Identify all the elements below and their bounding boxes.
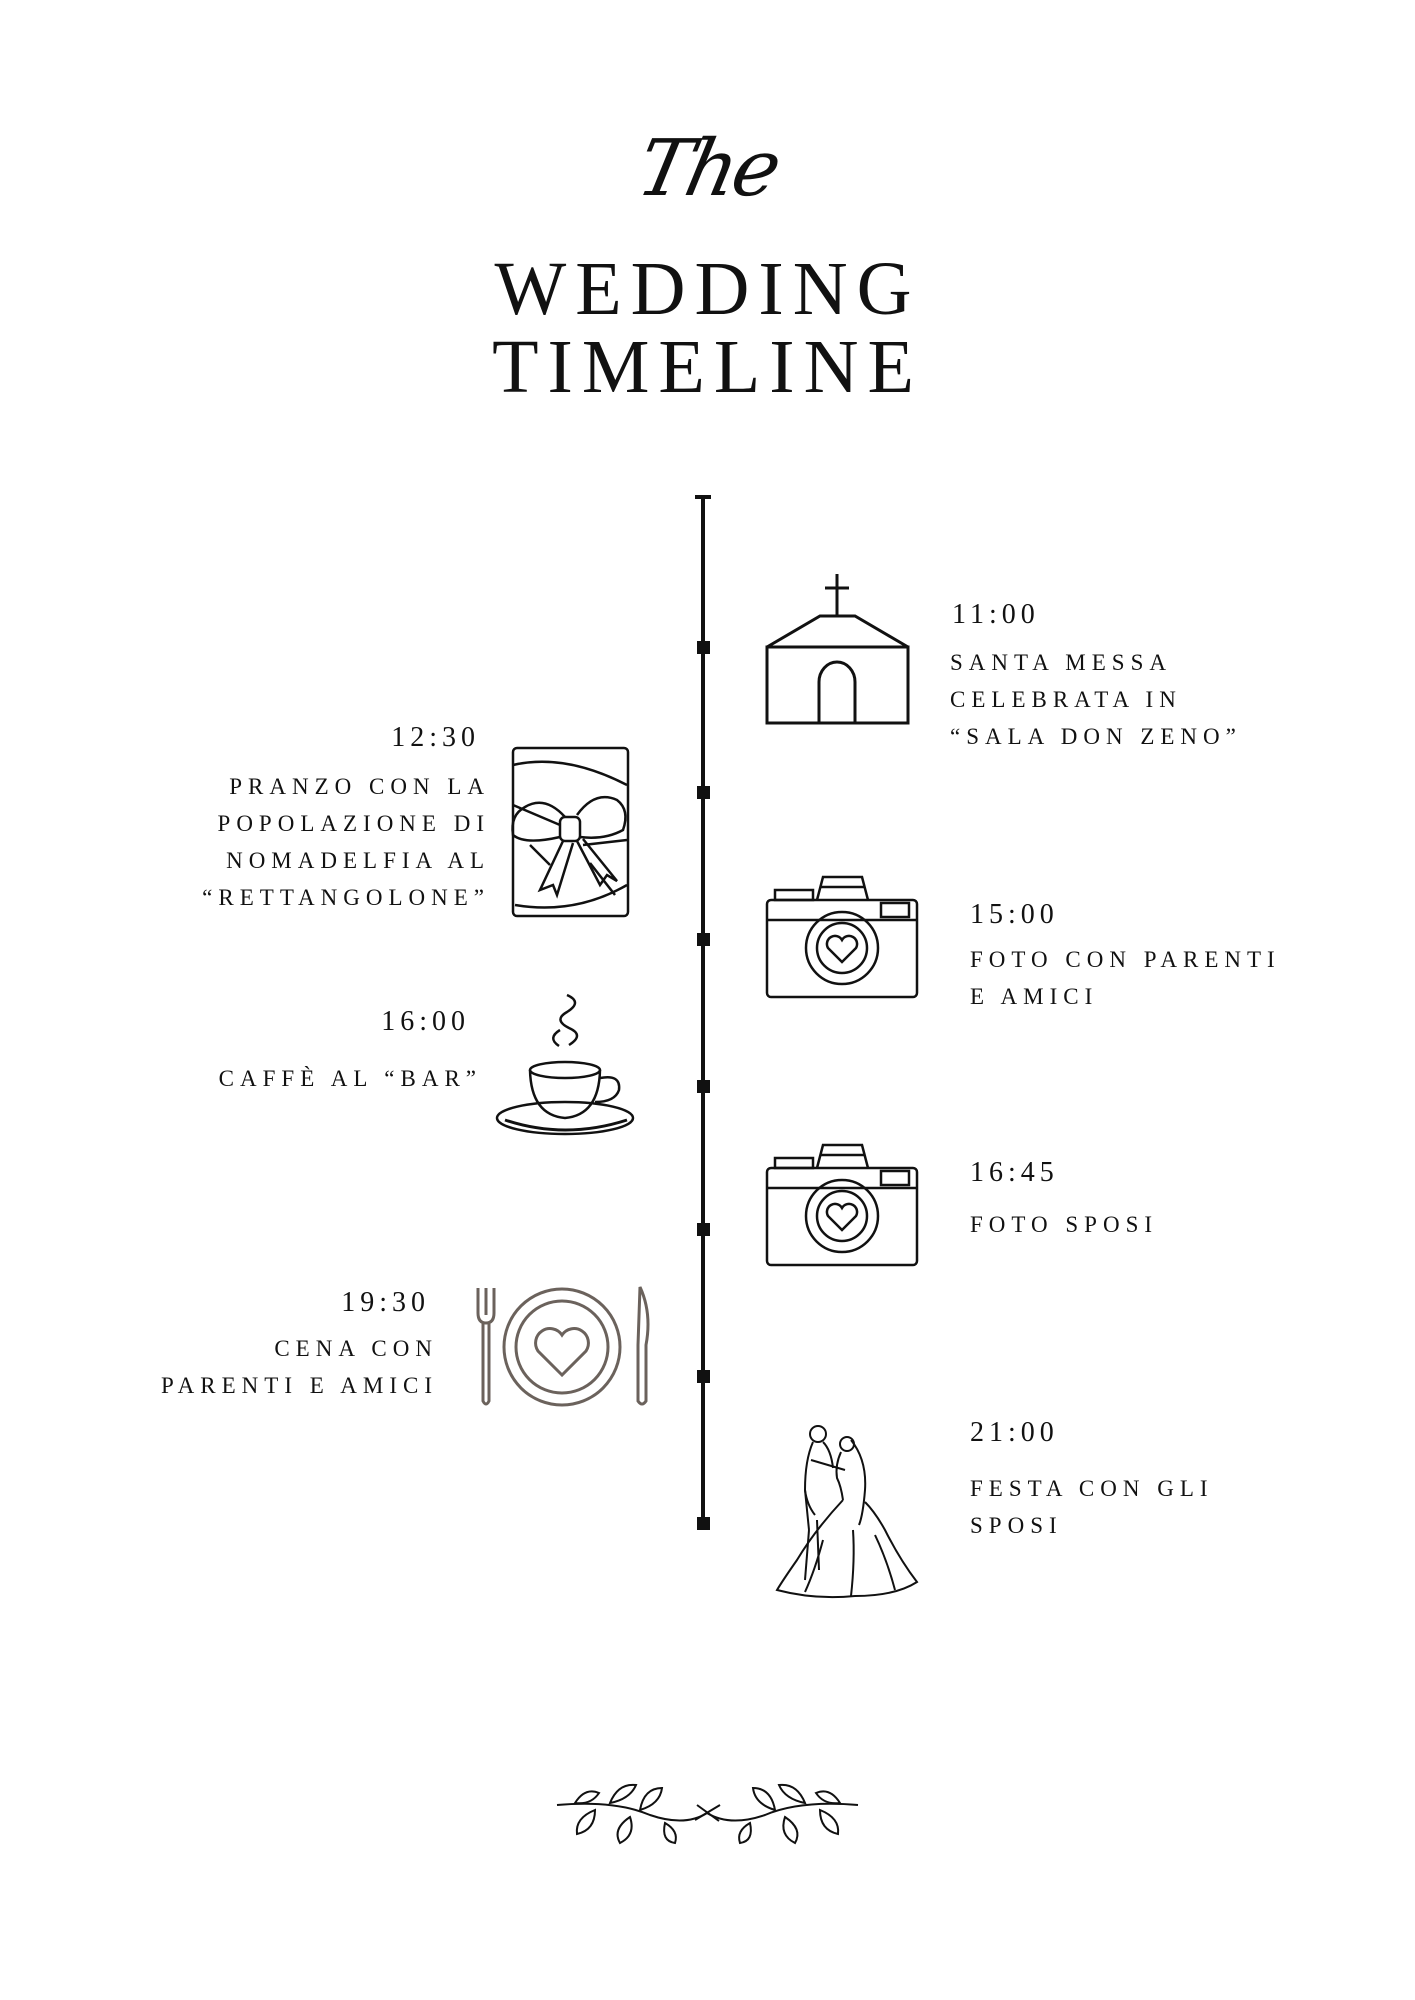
page-title: WEDDING TIMELINE — [0, 250, 1415, 406]
event-description: PRANZO CON LA POPOLAZIONE DI NOMADELFIA … — [202, 774, 490, 910]
event-description: FOTO CON PARENTI E AMICI — [970, 947, 1281, 1009]
event-description: FESTA CON GLI SPOSI — [970, 1476, 1214, 1538]
event-description: CAFFÈ AL “BAR” — [218, 1066, 482, 1091]
event-time: 15:00 — [970, 899, 1059, 930]
gift-icon — [505, 745, 635, 920]
title-line-1: WEDDING — [494, 247, 921, 331]
title-line-2: TIMELINE — [492, 325, 923, 409]
event-time: 16:00 — [381, 1006, 470, 1037]
church-icon — [765, 572, 915, 727]
dinner-plate-icon — [470, 1283, 655, 1413]
timeline-marker — [697, 1223, 710, 1236]
timeline-marker — [697, 1517, 710, 1530]
camera-icon — [765, 1143, 920, 1268]
timeline-marker — [697, 641, 710, 654]
dancing-couple-icon — [775, 1420, 920, 1600]
event-time: 19:30 — [341, 1287, 430, 1318]
event-description: SANTA MESSA CELEBRATA IN “SALA DON ZENO” — [950, 650, 1242, 749]
timeline-marker — [697, 1370, 710, 1383]
timeline-marker — [697, 1080, 710, 1093]
event-description: CENA CON PARENTI E AMICI — [161, 1336, 438, 1398]
timeline-marker — [697, 786, 710, 799]
event-time: 16:45 — [970, 1157, 1059, 1188]
timeline-marker — [697, 933, 710, 946]
event-time: 12:30 — [391, 722, 480, 753]
event-time: 11:00 — [952, 599, 1040, 630]
camera-icon — [765, 875, 920, 1000]
event-time: 21:00 — [970, 1417, 1059, 1448]
leaf-branch-ornament-icon — [555, 1775, 860, 1849]
coffee-cup-icon — [495, 990, 640, 1140]
event-description: FOTO SPOSI — [970, 1212, 1159, 1237]
